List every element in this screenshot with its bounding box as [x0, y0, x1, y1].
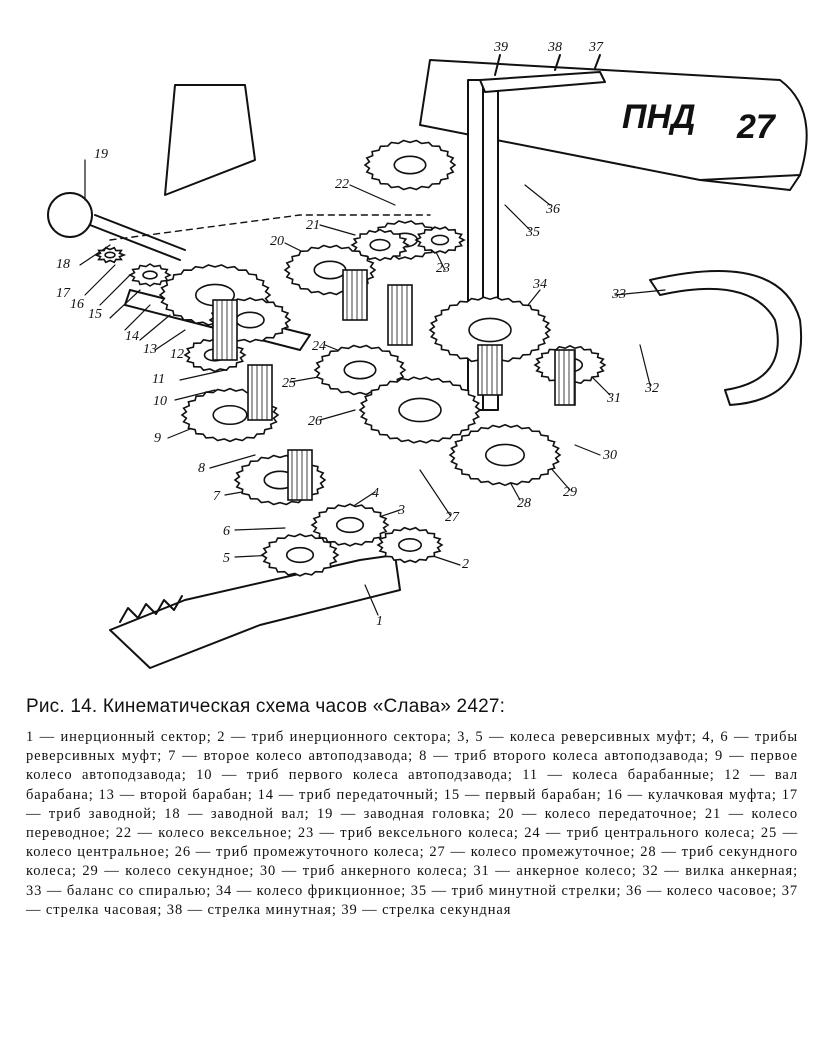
part-label-25: 25 — [282, 376, 296, 391]
part-label-4: 4 — [372, 486, 379, 501]
gear-wheel — [350, 228, 410, 262]
part-label-23: 23 — [436, 261, 450, 276]
figure-caption: Рис. 14. Кинематическая схема часов «Сла… — [26, 696, 798, 920]
inertial-sector-teeth — [119, 595, 183, 623]
gear-wheel — [363, 139, 457, 191]
part-label-38: 38 — [548, 40, 562, 55]
part-label-13: 13 — [143, 342, 157, 357]
hands — [479, 71, 606, 93]
dashed-guide — [109, 214, 431, 241]
part-label-6: 6 — [223, 524, 230, 539]
part-label-8: 8 — [198, 461, 205, 476]
part-label-29: 29 — [563, 485, 577, 500]
caption-body: 1 — инерционный сектор; 2 — триб инерцио… — [26, 729, 798, 918]
winding-crown — [47, 192, 93, 238]
gear-wheel — [448, 423, 562, 487]
left-dial-fragment — [164, 84, 256, 196]
gear-wheel — [358, 376, 482, 444]
part-label-12: 12 — [170, 347, 184, 362]
balance-wheel — [649, 270, 803, 406]
gears — [93, 139, 607, 577]
part-label-1: 1 — [376, 614, 383, 629]
part-label-31: 31 — [607, 391, 621, 406]
part-label-11a: 11 — [152, 372, 165, 387]
part-label-22: 22 — [335, 177, 349, 192]
gear-wheel — [414, 226, 466, 254]
part-label-2: 2 — [462, 557, 469, 572]
part-label-18: 18 — [56, 257, 70, 272]
part-label-16: 16 — [70, 297, 84, 312]
gear-wheel — [313, 344, 407, 396]
part-label-33: 33 — [612, 287, 626, 302]
part-label-32: 32 — [645, 381, 659, 396]
gear-wheel — [93, 246, 127, 264]
part-label-14: 14 — [125, 329, 139, 344]
gear-wheel — [128, 263, 172, 287]
part-label-34: 34 — [533, 277, 547, 292]
pinion — [554, 349, 576, 406]
part-label-27: 27 — [445, 510, 459, 525]
part-label-36: 36 — [546, 202, 560, 217]
gear-wheel — [310, 503, 390, 547]
mechanism-drawing — [47, 54, 808, 669]
dial-plate-edge — [699, 174, 801, 191]
part-label-20: 20 — [270, 234, 284, 249]
part-label-39: 39 — [494, 40, 508, 55]
part-label-35: 35 — [526, 225, 540, 240]
part-label-9: 9 — [154, 431, 161, 446]
part-label-10: 10 — [153, 394, 167, 409]
part-label-3: 3 — [398, 503, 405, 518]
part-label-5: 5 — [223, 551, 230, 566]
part-label-15: 15 — [88, 307, 102, 322]
caption-title: Рис. 14. Кинематическая схема часов «Сла… — [26, 696, 506, 717]
part-label-17: 17 — [56, 286, 70, 301]
part-label-28: 28 — [517, 496, 531, 511]
part-label-26: 26 — [308, 414, 322, 429]
gear-wheel — [376, 526, 444, 564]
gear-wheel — [260, 533, 340, 577]
part-label-30: 30 — [603, 448, 617, 463]
gear-wheel — [428, 296, 552, 364]
dial-plate-text: ПНД — [622, 98, 696, 136]
part-label-19: 19 — [94, 147, 108, 162]
dial-plate-number: 27 — [737, 108, 775, 146]
kinematic-diagram: ПНД 27 1 2 3 4 5 6 7 8 9 10 11 12 13 14 … — [47, 40, 808, 669]
part-label-37: 37 — [589, 40, 603, 55]
inertial-sector-arm — [109, 554, 401, 669]
part-label-7: 7 — [213, 489, 220, 504]
part-label-21: 21 — [306, 218, 320, 233]
part-label-24: 24 — [312, 339, 326, 354]
